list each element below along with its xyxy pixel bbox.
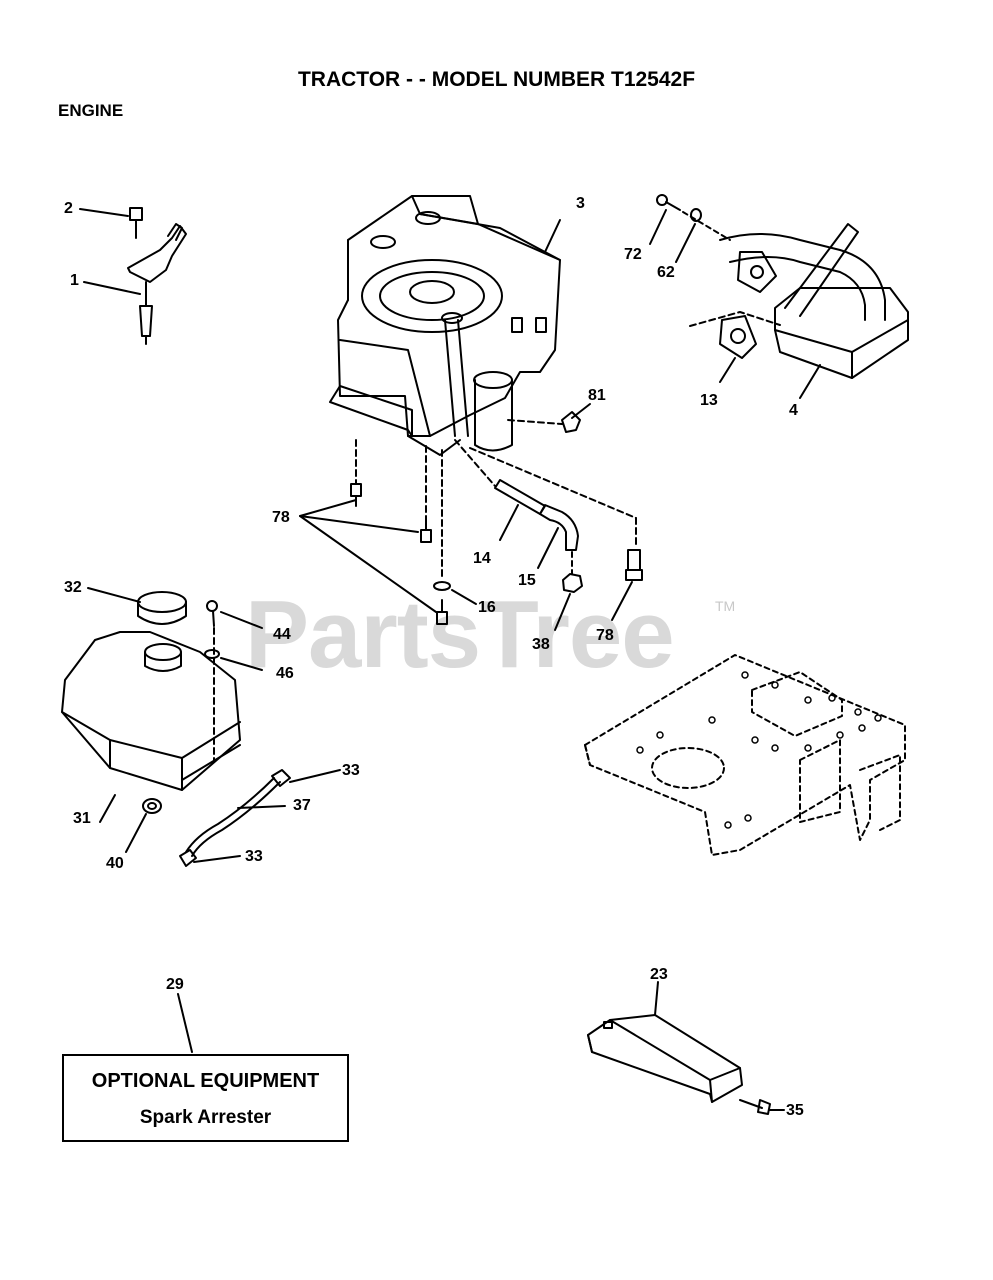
- callout-13[interactable]: 13: [700, 392, 718, 409]
- callout-78-right[interactable]: 78: [596, 627, 614, 644]
- leader-46: [220, 657, 263, 671]
- drain-elbow[interactable]: [539, 504, 579, 551]
- leader-2: [79, 208, 129, 217]
- callout-33-lower[interactable]: 33: [245, 848, 263, 865]
- bolt-78-a[interactable]: [350, 483, 362, 507]
- leader-15: [537, 527, 559, 569]
- leader-72: [649, 209, 667, 245]
- screw-35[interactable]: [739, 1099, 771, 1115]
- leader-62: [675, 223, 696, 263]
- leader-38: [554, 593, 571, 631]
- bolt-78-d[interactable]: [625, 549, 643, 581]
- bolt-78-c[interactable]: [436, 599, 448, 625]
- nut-81[interactable]: [561, 411, 581, 433]
- leader-78-c: [299, 515, 437, 613]
- leader-16: [451, 589, 477, 605]
- leader-1: [83, 281, 141, 295]
- callout-29[interactable]: 29: [166, 976, 184, 993]
- leader-13: [719, 357, 736, 383]
- leader-40: [125, 813, 147, 853]
- callout-38[interactable]: 38: [532, 636, 550, 653]
- leader-33-lower: [193, 855, 241, 863]
- leader-14: [499, 504, 519, 541]
- muffler[interactable]: [719, 223, 909, 379]
- frame-holes: [636, 671, 882, 829]
- dashed-guide-81: [507, 419, 563, 425]
- page-title: TRACTOR - - MODEL NUMBER T12542F: [297, 68, 696, 91]
- callout-16[interactable]: 16: [478, 599, 496, 616]
- callout-78-left[interactable]: 78: [272, 509, 290, 526]
- callout-72[interactable]: 72: [624, 246, 642, 263]
- fuel-tank[interactable]: [61, 631, 241, 791]
- nut-38[interactable]: [562, 573, 583, 593]
- leader-23: [654, 981, 659, 1016]
- dashed-guide-exhaust: [682, 211, 731, 241]
- leader-33-upper: [289, 769, 341, 783]
- callout-81[interactable]: 81: [588, 387, 606, 404]
- leader-37: [237, 805, 286, 809]
- dashed-guide-78: [469, 447, 637, 519]
- bolt-78-b[interactable]: [420, 519, 432, 543]
- washer-46[interactable]: [204, 649, 220, 659]
- bushing-40[interactable]: [142, 798, 162, 814]
- optional-equipment-item: Spark Arrester: [139, 1107, 272, 1128]
- leader-44: [220, 611, 263, 629]
- tractor-frame: [584, 654, 906, 856]
- leader-29: [177, 993, 193, 1053]
- dashed-guide-14: [454, 439, 496, 487]
- callout-35[interactable]: 35: [786, 1102, 804, 1119]
- callout-40[interactable]: 40: [106, 855, 124, 872]
- optional-equipment-title: OPTIONAL EQUIPMENT: [91, 1070, 320, 1092]
- fuel-cap[interactable]: [137, 591, 187, 625]
- lock-washer[interactable]: [690, 208, 702, 222]
- callout-44[interactable]: 44: [273, 626, 291, 643]
- leader-78-a: [299, 499, 357, 517]
- screw-44[interactable]: [206, 600, 218, 627]
- hose-clamp-33-upper[interactable]: [271, 769, 291, 787]
- leader-78-d: [611, 581, 633, 621]
- callout-62[interactable]: 62: [657, 264, 675, 281]
- callout-4[interactable]: 4: [789, 402, 798, 419]
- throttle-control[interactable]: [127, 207, 187, 345]
- exhaust-gasket[interactable]: [719, 315, 757, 359]
- callout-14[interactable]: 14: [473, 550, 491, 567]
- callout-2[interactable]: 2: [64, 200, 73, 217]
- callout-1[interactable]: 1: [70, 272, 79, 289]
- drain-extension[interactable]: [494, 479, 546, 515]
- fuel-line[interactable]: [185, 777, 281, 857]
- callout-15[interactable]: 15: [518, 572, 536, 589]
- callout-23[interactable]: 23: [650, 966, 668, 983]
- callout-33-upper[interactable]: 33: [342, 762, 360, 779]
- hose-clamp-33-lower[interactable]: [179, 849, 197, 867]
- leader-32: [87, 587, 141, 603]
- heat-shield[interactable]: [587, 1014, 743, 1103]
- callout-37[interactable]: 37: [293, 797, 311, 814]
- leader-31: [99, 794, 116, 823]
- callout-32[interactable]: 32: [64, 579, 82, 596]
- callout-46[interactable]: 46: [276, 665, 294, 682]
- dashed-guide-muffler: [689, 311, 781, 327]
- watermark-tm: TM: [715, 598, 736, 614]
- callout-31[interactable]: 31: [73, 810, 91, 827]
- optional-equipment-box: OPTIONAL EQUIPMENT Spark Arrester: [62, 1054, 349, 1142]
- callout-3[interactable]: 3: [576, 195, 585, 212]
- exhaust-bolt[interactable]: [656, 194, 681, 211]
- leader-3: [544, 219, 561, 253]
- section-label: ENGINE: [58, 101, 124, 120]
- leader-4: [799, 364, 821, 399]
- watermark: PartsTree: [245, 581, 675, 688]
- washer-16[interactable]: [433, 581, 451, 591]
- engine[interactable]: [329, 195, 561, 456]
- leader-81: [571, 403, 591, 419]
- leader-78-b: [299, 515, 419, 533]
